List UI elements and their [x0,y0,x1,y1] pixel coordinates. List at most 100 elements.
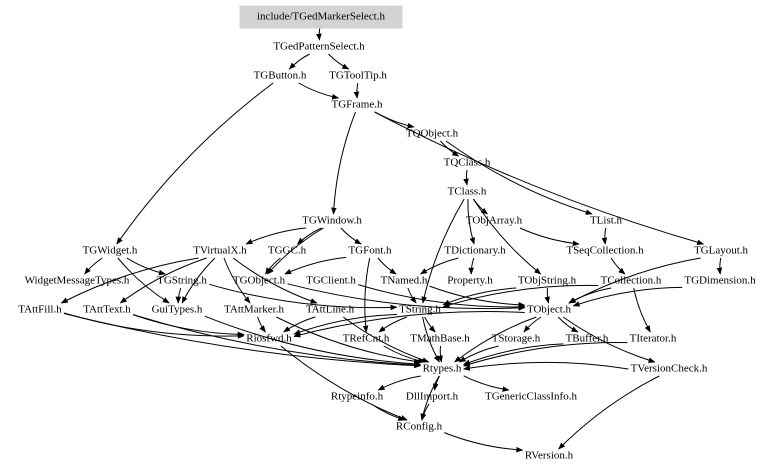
node-tmathbase[interactable]: TMathBase.h [410,333,470,345]
node-tbuffer[interactable]: TBuffer.h [566,333,609,345]
node-rversion[interactable]: RVersion.h [525,450,574,462]
node-label: TRefCnt.h [343,333,390,345]
edge-tattfill-to-rtypes [63,313,421,369]
edge-tobject-to-tbuffer [557,316,579,333]
node-guitypes[interactable]: GuiTypes.h [152,304,203,316]
node-tnamed[interactable]: TNamed.h [381,275,428,287]
edge-tbuffer-to-rtypes [463,343,564,365]
edge-tobjarray-to-tseqcollection [519,227,580,247]
node-tggc[interactable]: TGGC.h [268,245,307,257]
node-tgframe[interactable]: TGFrame.h [331,99,383,111]
node-tattline[interactable]: TAttLine.h [306,304,355,316]
node-label: TBuffer.h [566,333,609,345]
node-tgwidget[interactable]: TGWidget.h [83,245,138,257]
node-label: TAttLine.h [306,304,355,316]
edge-tnamed-to-tobject [429,285,526,308]
node-label: TGClient.h [306,275,356,287]
node-tlist[interactable]: TList.h [590,215,623,227]
edge-guitypes-to-rtypes [204,315,421,367]
node-tobjarray[interactable]: TObjArray.h [466,215,523,227]
edge-tqobject-to-tqclass [440,140,460,157]
node-titerator[interactable]: TIterator.h [630,333,677,345]
node-tqobject[interactable]: TQObject.h [406,128,459,140]
node-tstorage[interactable]: TStorage.h [492,333,541,345]
node-tgobject[interactable]: TGObject.h [233,275,286,287]
edge-tgwindow-to-tggc [296,227,322,245]
edge-tgframe-to-tqobject [374,111,415,129]
node-tvirtualx[interactable]: TVirtualX.h [193,245,247,257]
edge-tstring-to-tmathbase [424,316,436,333]
node-label: TGLayout.h [694,245,749,257]
node-label: TObject.h [527,304,572,316]
node-label: TNamed.h [381,275,428,287]
node-label: TCollection.h [601,275,662,287]
node-rtypeinfo[interactable]: Rtypeinfo.h [331,391,384,403]
node-label: TQClass.h [444,157,491,169]
edge-tgbutton-to-tgwidget [116,82,274,245]
node-tgenericclassinfo[interactable]: TGenericClassInfo.h [485,391,577,403]
edge-tclass-to-tstring [421,198,465,304]
node-tgwindow[interactable]: TGWindow.h [302,215,362,227]
node-tqclass[interactable]: TQClass.h [444,157,491,169]
node-tgclient[interactable]: TGClient.h [306,275,356,287]
edge-tstorage-to-rtypes [458,345,499,363]
node-tgbutton[interactable]: TGButton.h [254,70,307,82]
edge-tgfont-to-trefcnt [362,257,371,333]
node-tdictionary[interactable]: TDictionary.h [444,245,506,257]
node-tversioncheck[interactable]: TVersionCheck.h [631,363,708,375]
node-property[interactable]: Property.h [447,275,493,287]
edge-tgwidget-to-widgetmessagetypes [84,257,103,275]
node-tclass[interactable]: TClass.h [448,186,487,198]
node-tobject[interactable]: TObject.h [527,304,572,316]
node-label: TIterator.h [630,333,677,345]
node-riosfwd[interactable]: Riosfwd.h [246,333,292,345]
edge-rtypes-to-tgenericclassinfo [463,375,510,392]
edge-tqclass-to-tclass [463,169,469,186]
node-label: TString.h [399,304,441,316]
edge-tglayout-to-tgdimension [716,257,723,275]
edge-tgframe-to-tgwindow [331,111,356,215]
node-tgedpatternselect[interactable]: TGedPatternSelect.h [273,41,365,53]
node-tstring[interactable]: TString.h [399,304,441,316]
node-tgdimension[interactable]: TGDimension.h [684,275,756,287]
node-tattmarker[interactable]: TAttMarker.h [224,304,284,316]
edge-tclass-to-tobjstring [472,198,542,275]
node-label: TVirtualX.h [193,245,247,257]
node-label: TSeqCollection.h [566,245,644,257]
node-widgetmessagetypes[interactable]: WidgetMessageTypes.h [25,275,130,287]
node-label: TObjString.h [518,275,577,287]
node-label: TGObject.h [233,275,286,287]
dependency-edges [60,23,723,453]
edge-tvirtualx-to-tatttext [119,257,207,304]
edge-tgframe-to-tglayout [374,111,705,245]
node-label: TMathBase.h [410,333,470,345]
edge-tgwindow-to-tvirtualx [245,227,306,245]
node-dllimport[interactable]: DllImport.h [406,391,459,403]
edge-tmathbase-to-rtypes [437,345,443,363]
node-tglayout[interactable]: TGLayout.h [694,245,749,257]
edge-tgclient-to-tobject [358,284,526,310]
edge-tclass-to-tobjarray [473,198,489,215]
edge-tstring-to-riosfwd [293,314,397,335]
node-tattfill[interactable]: TAttFill.h [18,304,62,316]
edge-tattmarker-to-rtypes [276,316,421,365]
node-label: TGFont.h [348,245,392,257]
node-tcollection[interactable]: TCollection.h [601,275,662,287]
node-label: TList.h [590,215,623,227]
node-tgstring[interactable]: TGString.h [157,275,207,287]
node-label: TDictionary.h [444,245,506,257]
node-rconfig[interactable]: RConfig.h [396,421,443,433]
node-label: Riosfwd.h [246,333,292,345]
node-label: TGenericClassInfo.h [485,391,577,403]
node-tseqcollection[interactable]: TSeqCollection.h [566,245,644,257]
node-tobjstring[interactable]: TObjString.h [518,275,577,287]
node-tgtooltip[interactable]: TGToolTip.h [329,70,387,82]
node-rtypes[interactable]: Rtypes.h [423,363,462,375]
node-tgfont[interactable]: TGFont.h [348,245,392,257]
node-trefcnt[interactable]: TRefCnt.h [343,333,390,345]
node-label: TAttFill.h [18,304,62,316]
node-label: TGedPatternSelect.h [273,41,365,53]
node-include-tgedmarkerselect[interactable]: include/TGedMarkerSelect.h [239,5,403,29]
node-tatttext[interactable]: TAttText.h [83,304,131,316]
node-label: TObjArray.h [466,215,523,227]
